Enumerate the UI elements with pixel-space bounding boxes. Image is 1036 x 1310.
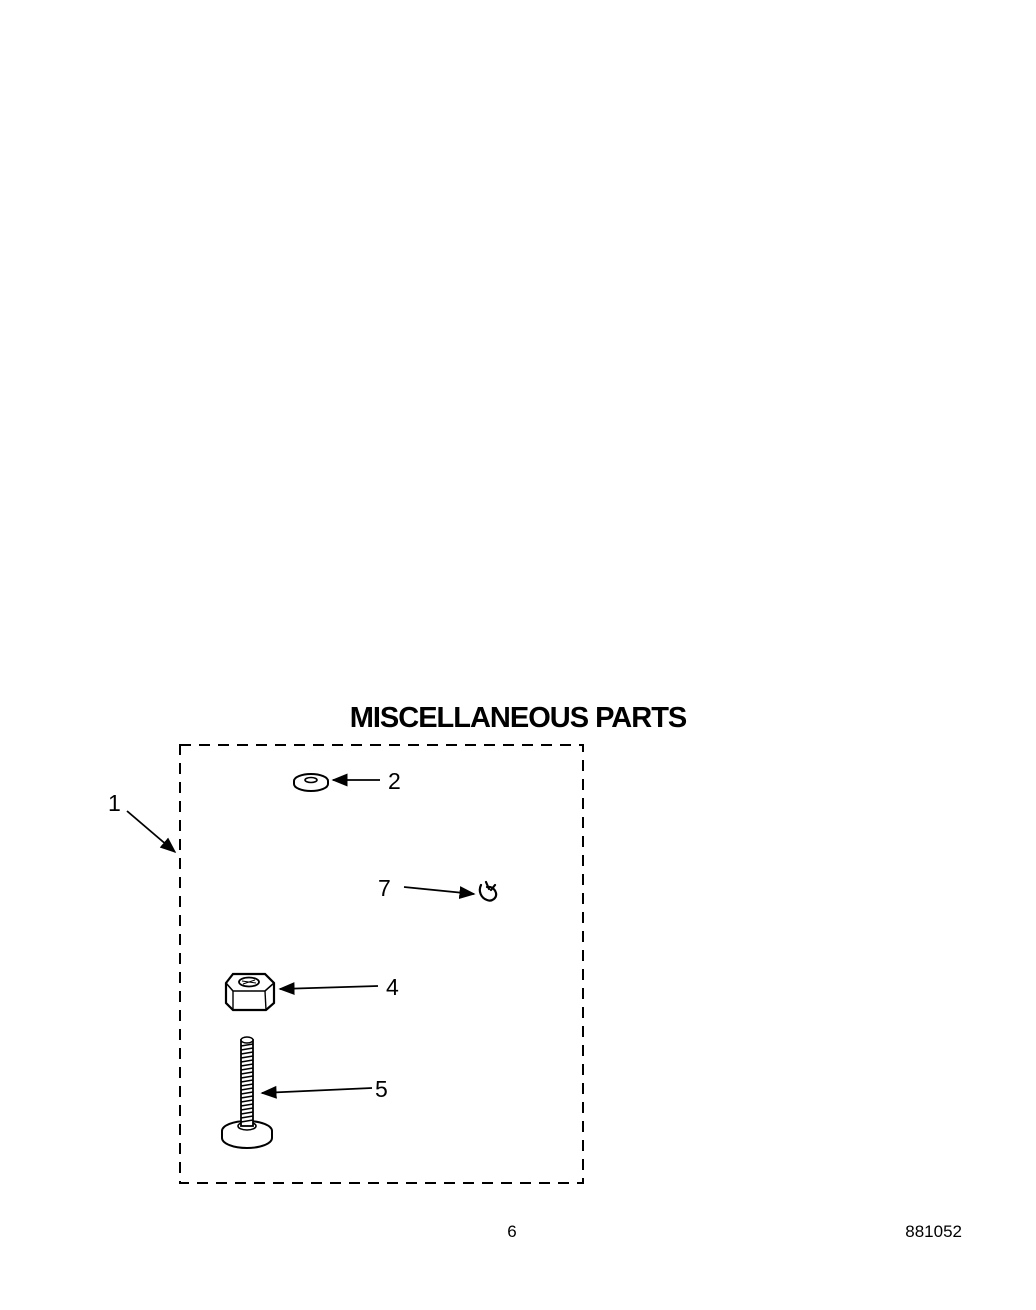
callout-2-label: 2 xyxy=(388,768,401,794)
callout-2: 2 xyxy=(331,768,401,794)
bolt-thread xyxy=(240,1119,254,1123)
bolt-thread xyxy=(240,1047,254,1051)
bolt-thread xyxy=(240,1103,254,1107)
bolt-thread xyxy=(240,1075,254,1079)
bolt-thread xyxy=(240,1063,254,1067)
bolt-thread xyxy=(240,1083,254,1087)
bolt-thread xyxy=(240,1067,254,1071)
bolt-thread xyxy=(240,1055,254,1059)
callout-5-label: 5 xyxy=(375,1076,388,1102)
callout-4-label: 4 xyxy=(386,974,399,1000)
bolt-thread xyxy=(240,1043,254,1047)
bolt-thread xyxy=(240,1071,254,1075)
bolt-thread xyxy=(240,1111,254,1115)
bolt-icon xyxy=(221,1036,273,1149)
callout-1: 1 xyxy=(108,790,177,854)
bolt-thread xyxy=(240,1115,254,1119)
callout-1-leader xyxy=(126,810,177,854)
bolt-thread xyxy=(240,1091,254,1095)
callout-4-leader xyxy=(278,982,379,996)
washer-icon xyxy=(293,773,329,792)
bolt-thread xyxy=(240,1107,254,1111)
callout-7: 7 xyxy=(378,875,476,901)
callout-5-leader xyxy=(260,1085,373,1099)
hex-nut-icon xyxy=(224,972,276,1012)
bolt-thread xyxy=(240,1099,254,1103)
clip-icon xyxy=(478,880,498,902)
callout-7-label: 7 xyxy=(378,875,391,901)
callout-4: 4 xyxy=(278,974,399,1000)
page-number: 6 xyxy=(507,1222,517,1241)
diagram-title: MISCELLANEOUS PARTS xyxy=(349,702,688,734)
bolt-thread xyxy=(240,1087,254,1091)
kit-outline xyxy=(179,744,584,1184)
bolt-thread xyxy=(240,1051,254,1055)
callout-5: 5 xyxy=(260,1076,388,1102)
callout-1-label: 1 xyxy=(108,790,121,816)
document-number: 881052 xyxy=(905,1222,962,1241)
callout-7-leader xyxy=(403,886,476,899)
bolt-thread xyxy=(240,1095,254,1099)
bolt-thread xyxy=(240,1079,254,1083)
bolt-thread xyxy=(240,1059,254,1063)
